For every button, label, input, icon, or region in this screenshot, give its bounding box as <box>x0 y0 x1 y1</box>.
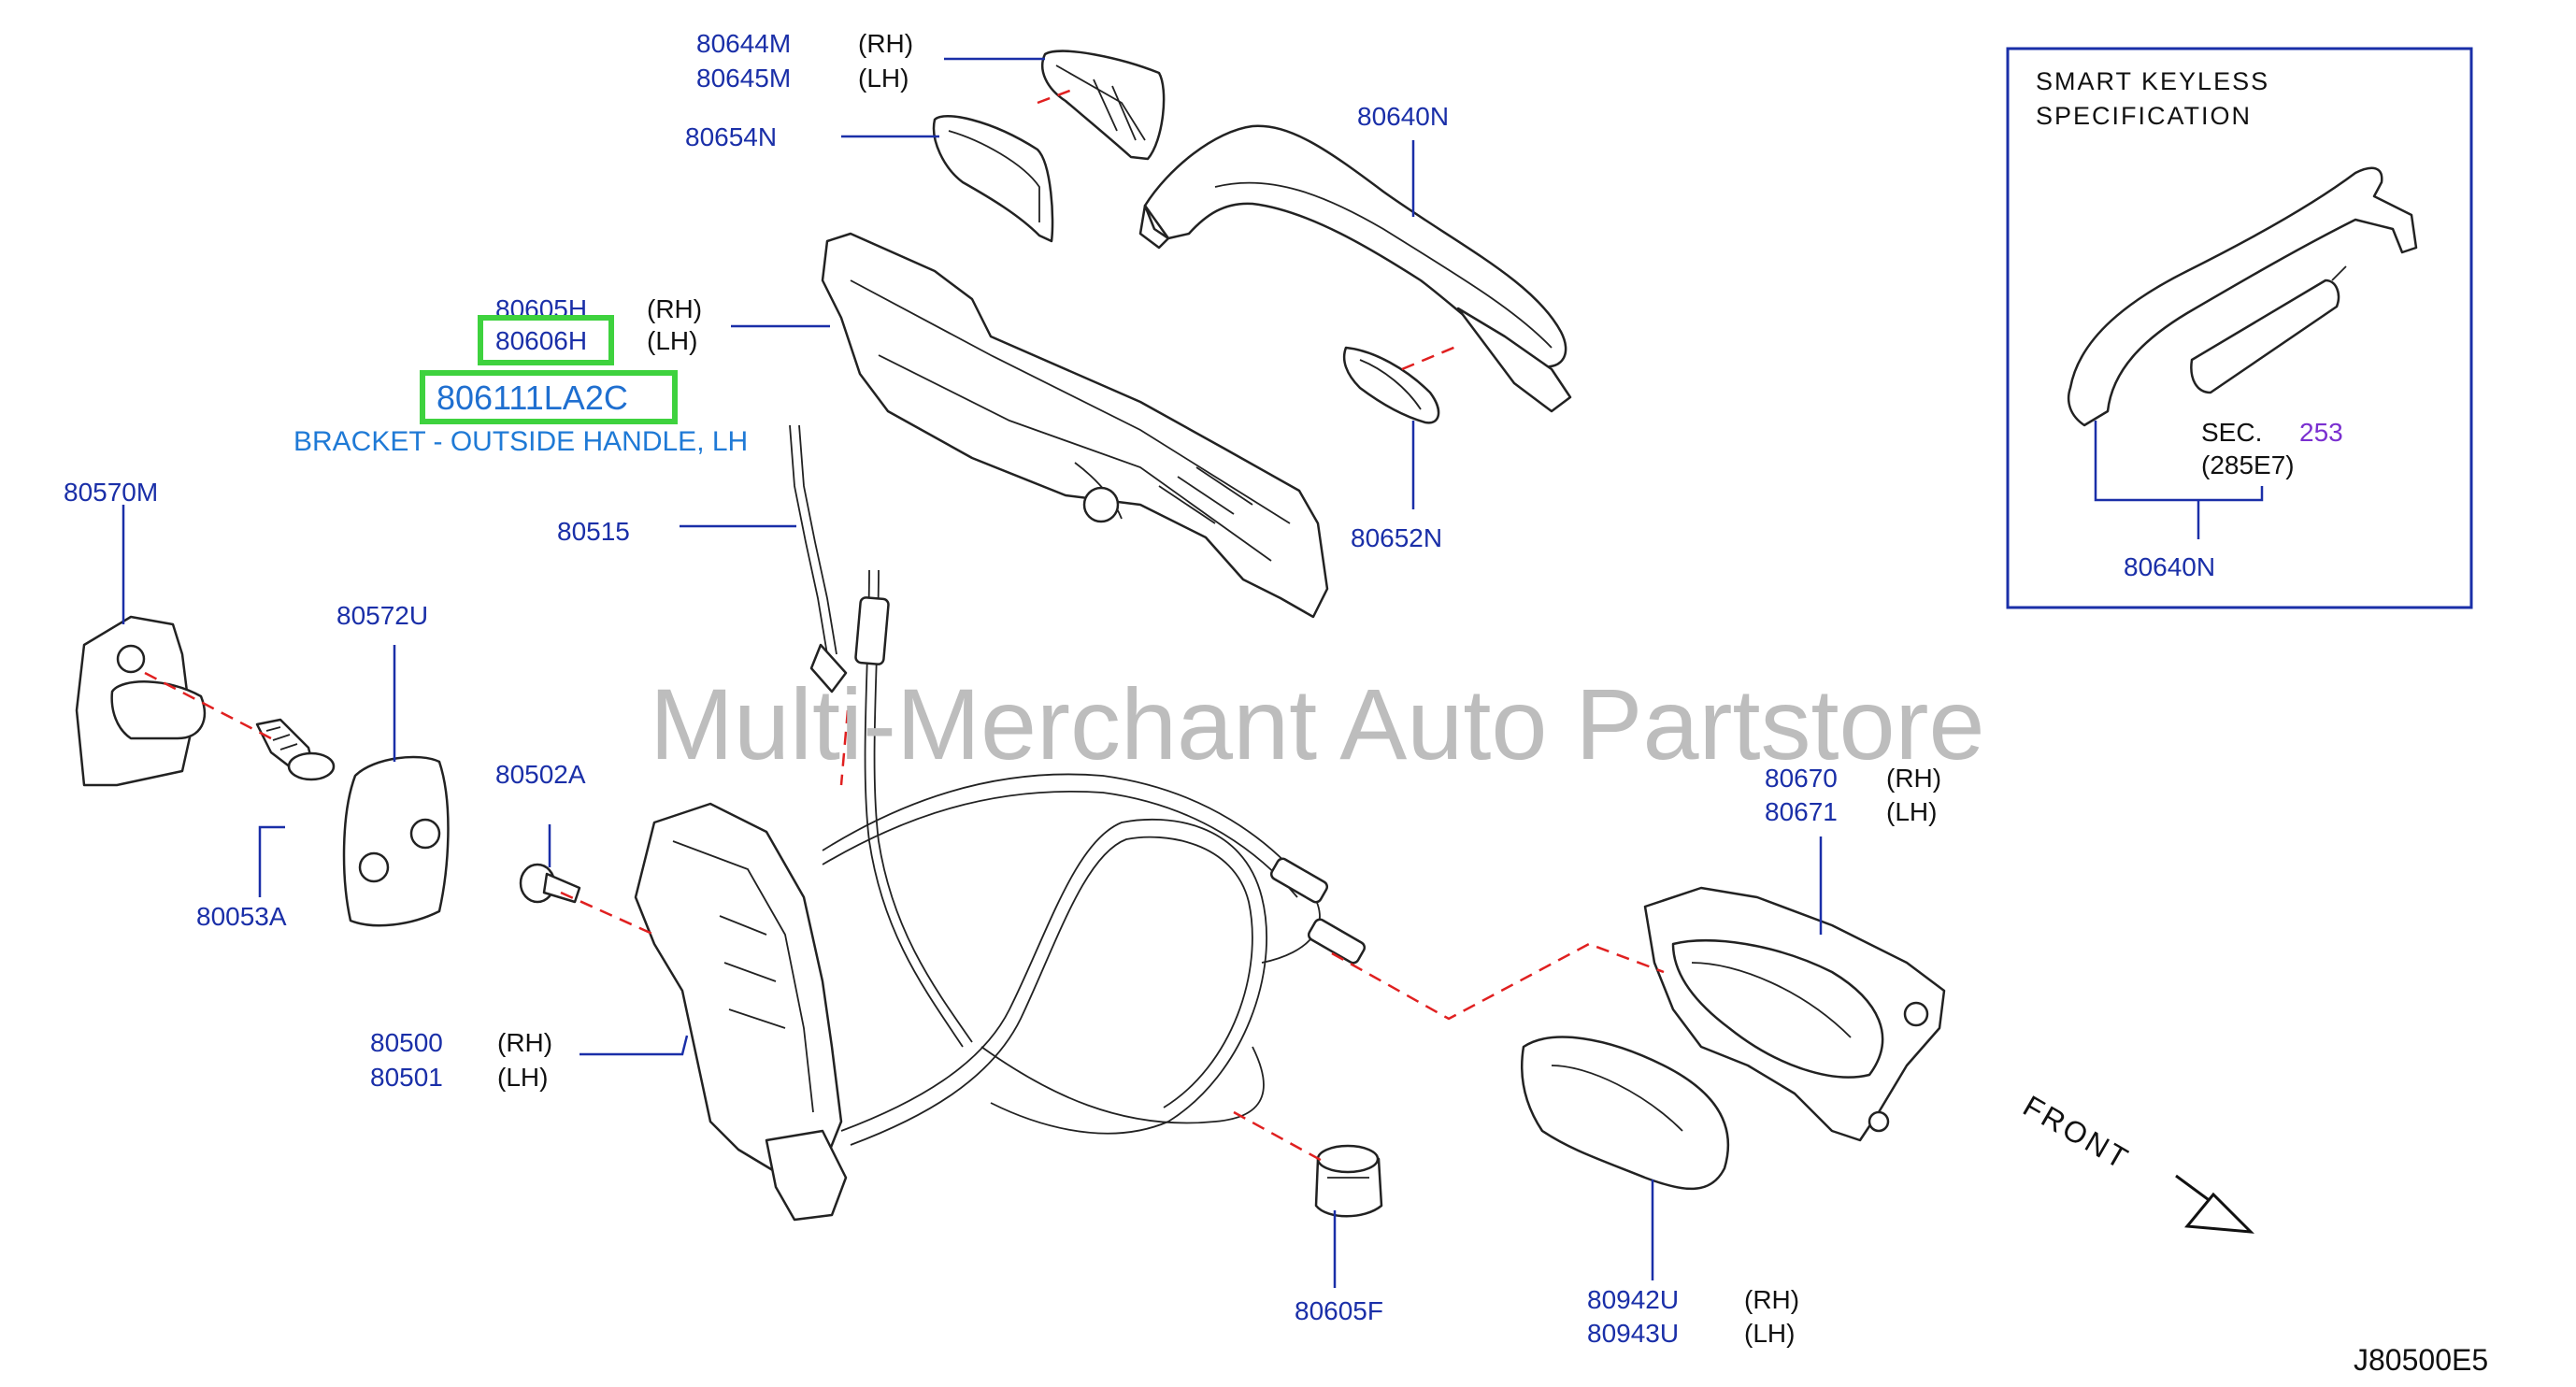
latch-bolt <box>519 863 581 904</box>
door-cables <box>822 569 1367 1146</box>
inside-handle-escutcheon <box>1520 1036 1730 1191</box>
callout-80606H: 80606H <box>495 326 587 355</box>
callout-lh: (LH) <box>647 326 697 355</box>
callout-80942U: 80942U <box>1587 1285 1679 1314</box>
outside-handle-bracket <box>821 232 1329 619</box>
callout-rh: (RH) <box>647 294 702 323</box>
callout-80502A: 80502A <box>495 760 586 789</box>
callout-rh: (RH) <box>1886 764 1941 793</box>
callout-80640N: 80640N <box>1357 102 1449 131</box>
callout-80605F: 80605F <box>1295 1296 1383 1325</box>
inset-sec-code: (285E7) <box>2201 450 2295 479</box>
inside-handle <box>1643 886 1946 1142</box>
callout-80670: 80670 <box>1765 764 1838 793</box>
inset-sec-label: SEC. <box>2201 418 2262 447</box>
callout-80652N: 80652N <box>1351 523 1442 552</box>
watermark: Multi-Merchant Auto Partstore <box>650 667 1985 780</box>
callout-80501: 80501 <box>370 1063 443 1092</box>
callout-80644M: 80644M <box>696 29 791 58</box>
callout-rh: (RH) <box>1744 1285 1799 1314</box>
striker-shim-plate <box>342 755 450 927</box>
leader-lines <box>122 57 1823 1288</box>
callout-rh: (RH) <box>497 1028 552 1057</box>
bracket-description: BRACKET - OUTSIDE HANDLE, LH <box>293 426 748 457</box>
callout-80053A: 80053A <box>196 902 287 931</box>
callout-80943U: 80943U <box>1587 1319 1679 1348</box>
callout-80500: 80500 <box>370 1028 443 1057</box>
callout-80515: 80515 <box>557 517 630 546</box>
assembly-dash-lines <box>144 87 1665 1165</box>
smart-keyless-inset: SMART KEYLESS SPECIFICATION SEC. 253 (28… <box>2006 47 2473 609</box>
callout-rh: (RH) <box>858 29 913 58</box>
inset-title-line1: SMART KEYLESS <box>2036 67 2269 95</box>
door-striker <box>75 615 207 787</box>
callout-80572U: 80572U <box>336 601 428 630</box>
striker-screw <box>255 718 336 781</box>
front-arrow-icon <box>2175 1174 2254 1234</box>
inset-title-line2: SPECIFICATION <box>2036 102 2252 130</box>
callout-806111LA2C[interactable]: 806111LA2C <box>436 379 628 417</box>
callout-80671: 80671 <box>1765 797 1838 826</box>
callout-80645M: 80645M <box>696 64 791 93</box>
handle-gasket-rear <box>1342 346 1440 424</box>
outside-handle-rod <box>789 424 848 694</box>
highlight-box-80606H <box>478 315 614 365</box>
callout-lh: (LH) <box>1886 797 1937 826</box>
cable-clip <box>1314 1144 1383 1218</box>
inset-sec-number[interactable]: 253 <box>2299 418 2343 447</box>
callout-lh: (LH) <box>497 1063 548 1092</box>
inset-antenna-icon <box>2190 279 2340 394</box>
callout-lh: (LH) <box>1744 1319 1795 1348</box>
highlight-box-806111LA2C <box>420 370 678 424</box>
inset-callout-80640N: 80640N <box>2124 552 2215 581</box>
door-lock-actuator <box>634 802 848 1222</box>
inset-handle-icon <box>2067 166 2418 427</box>
handle-gasket-front <box>932 115 1054 243</box>
outside-handle <box>1138 124 1572 413</box>
callout-lh: (LH) <box>858 64 909 93</box>
handle-escutcheon-cap <box>1040 50 1166 161</box>
diagram-code: J80500E5 <box>2354 1343 2488 1377</box>
callout-80570M: 80570M <box>64 478 158 507</box>
front-indicator: FRONT <box>2018 1089 2254 1234</box>
front-label: FRONT <box>2018 1089 2136 1177</box>
callout-80654N: 80654N <box>685 122 777 151</box>
